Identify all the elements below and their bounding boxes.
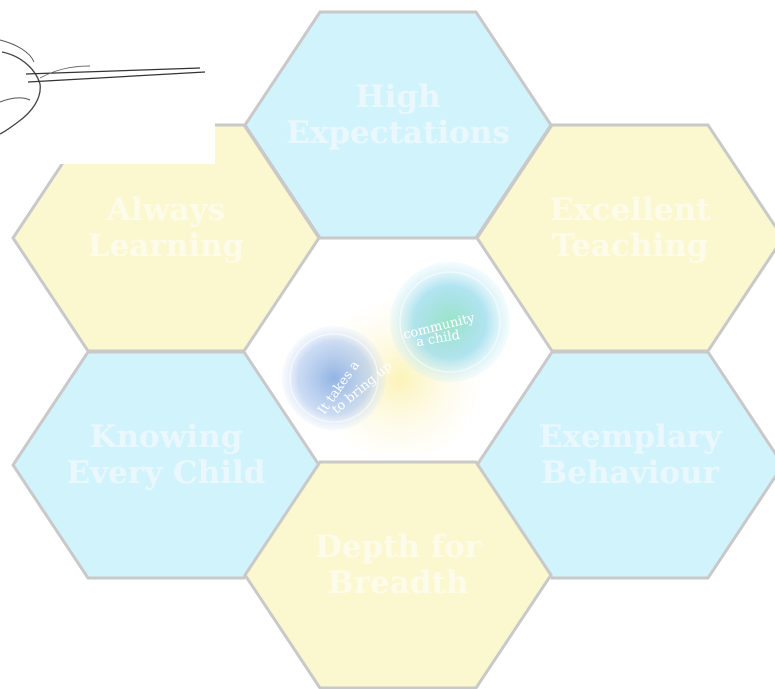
hexagon-label-line: Depth for [315,529,482,565]
logo-blue-orb [282,326,386,430]
hexagon-label-line: Every Child [67,455,266,491]
hexagon-label-line: Expectations [286,115,510,151]
hexagon-shape [475,350,775,580]
logo-green-orb [390,262,510,382]
hexagon-shape [243,460,553,689]
hexagon-label-line: Knowing [90,419,243,455]
hexagon-label-line: Breadth [328,565,469,601]
hexagon-label-line: Always [106,192,225,228]
hexagon-label-line: Teaching [552,228,709,264]
logo-ring-blue [289,333,379,423]
hexagon-label-line: Behaviour [541,455,720,491]
logo-ring-green [399,271,501,373]
community-logo: community a child It takes a to bring up [282,262,510,460]
hexagon-label-line: High [355,79,440,115]
hexagon-label-line: Exemplary [539,419,723,455]
hexagon-label-line: Learning [88,228,244,264]
signature-scribble [0,0,215,164]
hexagon-label-line: Excellent [550,192,712,228]
